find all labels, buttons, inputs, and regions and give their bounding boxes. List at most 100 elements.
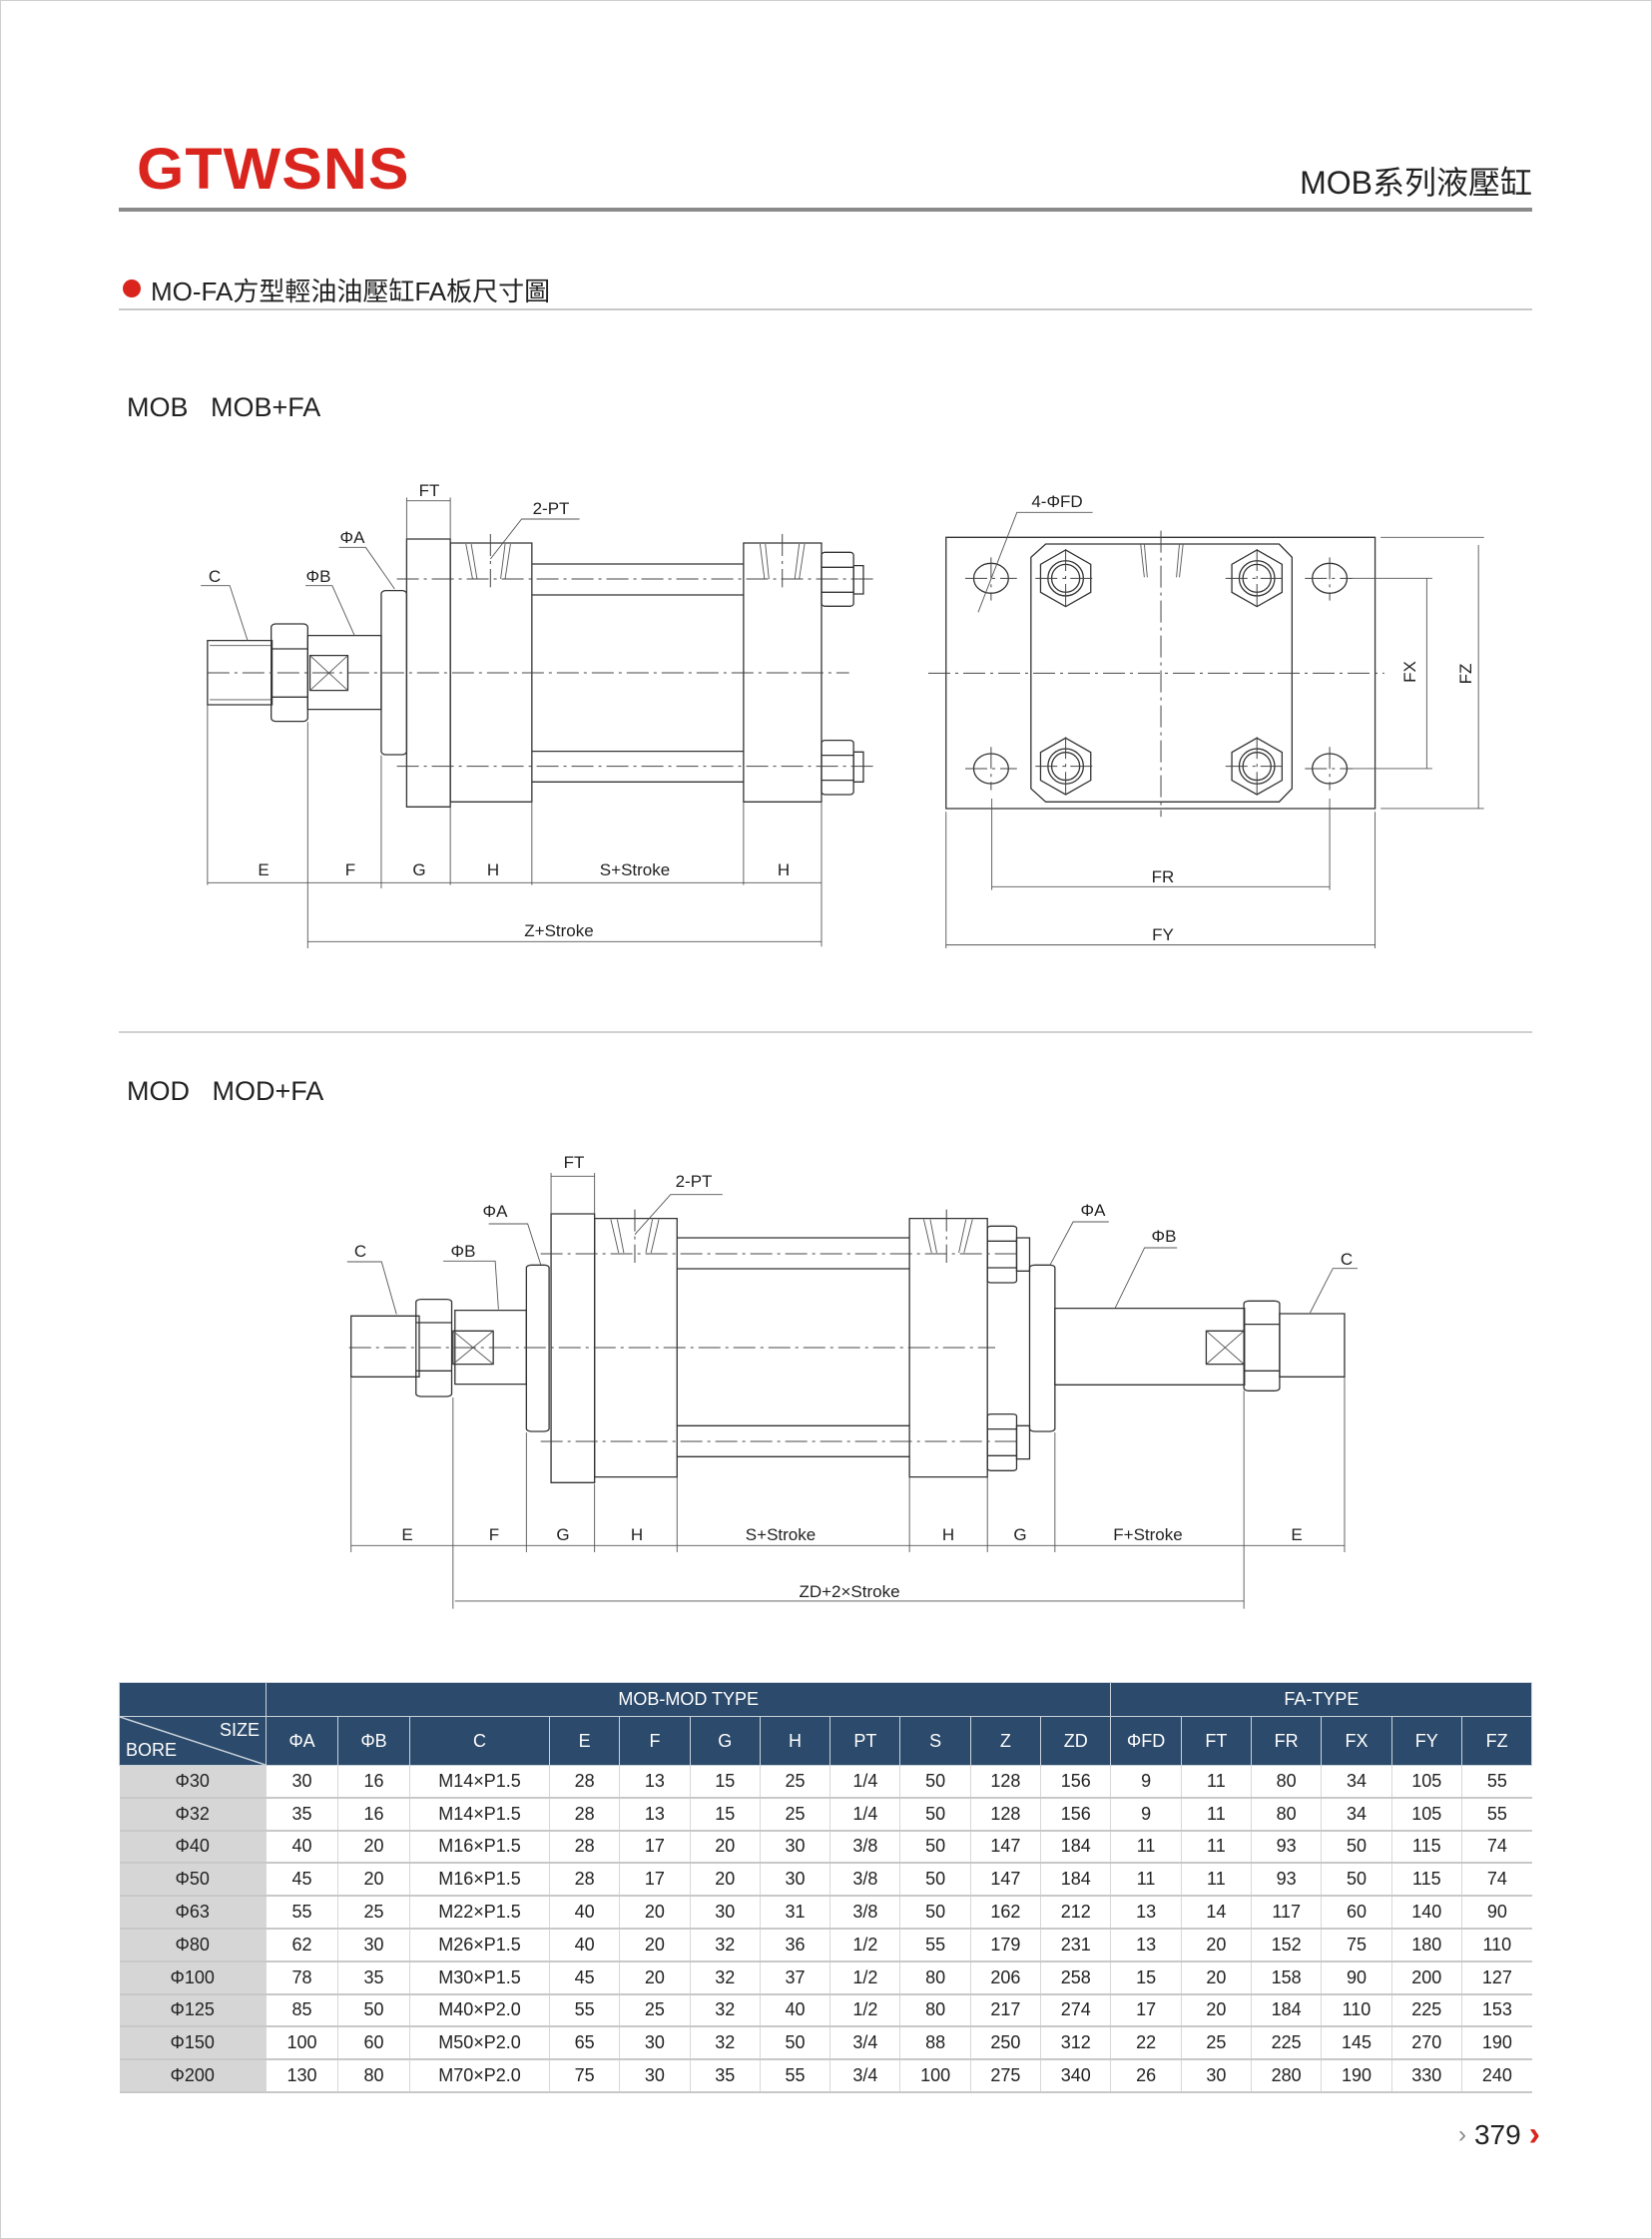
table-cell: 258 — [1040, 1960, 1111, 1995]
table-cell: 55 — [1460, 1797, 1532, 1832]
label-phi-a: ΦA — [340, 528, 366, 547]
table-cell: 78 — [266, 1960, 338, 1995]
label-g: G — [1013, 1525, 1026, 1544]
label-fx: FX — [1400, 661, 1419, 683]
table-cell: 30 — [759, 1863, 830, 1898]
table-cell: 330 — [1390, 2059, 1462, 2093]
column-header: E — [548, 1716, 621, 1766]
table-cell: 40 — [266, 1830, 338, 1865]
column-header: PT — [829, 1716, 901, 1766]
table-cell: 80 — [899, 1960, 971, 1995]
table-cell: 20 — [1180, 1993, 1252, 2028]
label-f: F — [345, 860, 355, 879]
label-c-right: C — [1341, 1250, 1353, 1269]
table-cell: 275 — [969, 2059, 1041, 2093]
table-cell: 45 — [266, 1863, 338, 1898]
column-header: ΦFD — [1110, 1716, 1182, 1766]
table-cell: 80 — [899, 1993, 971, 2028]
column-header: FY — [1390, 1716, 1462, 1766]
table-cell: 80 — [337, 2059, 410, 2093]
table-cell: 184 — [1040, 1830, 1111, 1865]
table-cell: 11 — [1180, 1863, 1252, 1898]
table-cell: 31 — [759, 1896, 830, 1930]
table-cell: 14 — [1180, 1896, 1252, 1930]
table-cell: 55 — [1460, 1765, 1532, 1799]
table-cell: 9 — [1110, 1797, 1182, 1832]
table-cell: 127 — [1460, 1960, 1532, 1995]
column-header: FZ — [1460, 1716, 1533, 1766]
table-cell: 130 — [266, 2059, 338, 2093]
label-g: G — [556, 1525, 569, 1544]
table-cell: 34 — [1321, 1797, 1392, 1832]
table-cell: 110 — [1460, 1928, 1532, 1962]
table-cell: 9 — [1110, 1765, 1182, 1799]
table-cell: 75 — [1321, 1928, 1392, 1962]
table-cell: 156 — [1040, 1797, 1111, 1832]
column-header: FR — [1251, 1716, 1323, 1766]
section-divider — [119, 308, 1532, 310]
column-header: ΦB — [337, 1716, 410, 1766]
table-cell: 62 — [266, 1928, 338, 1962]
bore-cell: Φ63 — [119, 1896, 267, 1930]
table-cell: 36 — [759, 1928, 830, 1962]
label-f-stroke: F+Stroke — [1113, 1525, 1182, 1544]
table-cell: 13 — [1110, 1896, 1182, 1930]
table-cell: 15 — [689, 1797, 761, 1832]
label-2pt: 2-PT — [676, 1172, 713, 1191]
label-phi-a-left: ΦA — [483, 1202, 509, 1221]
table-cell: 145 — [1321, 2026, 1392, 2061]
table-cell: 231 — [1040, 1928, 1111, 1962]
column-header: F — [619, 1716, 691, 1766]
label-fz: FZ — [1456, 664, 1475, 685]
table-cell: 200 — [1390, 1960, 1462, 1995]
bore-cell: Φ150 — [119, 2026, 267, 2061]
brand-logo: GTWSNS — [137, 137, 410, 202]
table-cell: 110 — [1321, 1993, 1392, 2028]
table-cell: 3/8 — [829, 1896, 900, 1930]
table-cell: 1/4 — [829, 1797, 900, 1832]
label-h: H — [942, 1525, 954, 1544]
table-cell: 184 — [1040, 1863, 1111, 1898]
table-cell: 1/4 — [829, 1765, 900, 1799]
cover-outline — [1031, 544, 1293, 802]
table-cell: M16×P1.5 — [409, 1863, 550, 1898]
label-phi-b: ΦB — [306, 567, 331, 586]
bore-size-corner: SIZE BORE — [119, 1716, 267, 1766]
label-ft: FT — [564, 1153, 585, 1172]
table-cell: 25 — [1180, 2026, 1252, 2061]
table-cell: 85 — [266, 1993, 338, 2028]
label-z-stroke: Z+Stroke — [524, 921, 593, 940]
table-cell: 20 — [619, 1928, 691, 1962]
table-cell: 13 — [1110, 1928, 1182, 1962]
bore-cell: Φ40 — [119, 1830, 267, 1865]
group-header-fa: FA-TYPE — [1110, 1682, 1533, 1717]
table-cell: 50 — [759, 2026, 830, 2061]
table-cell: 32 — [689, 1928, 761, 1962]
table-cell: 60 — [1321, 1896, 1392, 1930]
table-cell: 13 — [619, 1797, 691, 1832]
table-cell: 80 — [1251, 1797, 1322, 1832]
table-cell: 153 — [1460, 1993, 1532, 2028]
table-cell: 50 — [899, 1765, 971, 1799]
table-cell: 180 — [1390, 1928, 1462, 1962]
table-cell: 212 — [1040, 1896, 1111, 1930]
table-cell: 11 — [1110, 1830, 1182, 1865]
header-divider — [119, 208, 1532, 212]
table-cell: 30 — [1180, 2059, 1252, 2093]
label-ft: FT — [419, 481, 440, 500]
table-cell: 35 — [689, 2059, 761, 2093]
bullet-icon — [123, 280, 141, 297]
table-cell: 147 — [969, 1863, 1041, 1898]
table-cell: 312 — [1040, 2026, 1111, 2061]
table-cell: 50 — [1321, 1830, 1392, 1865]
mob-side-view — [201, 497, 875, 948]
label-fy: FY — [1152, 925, 1174, 944]
